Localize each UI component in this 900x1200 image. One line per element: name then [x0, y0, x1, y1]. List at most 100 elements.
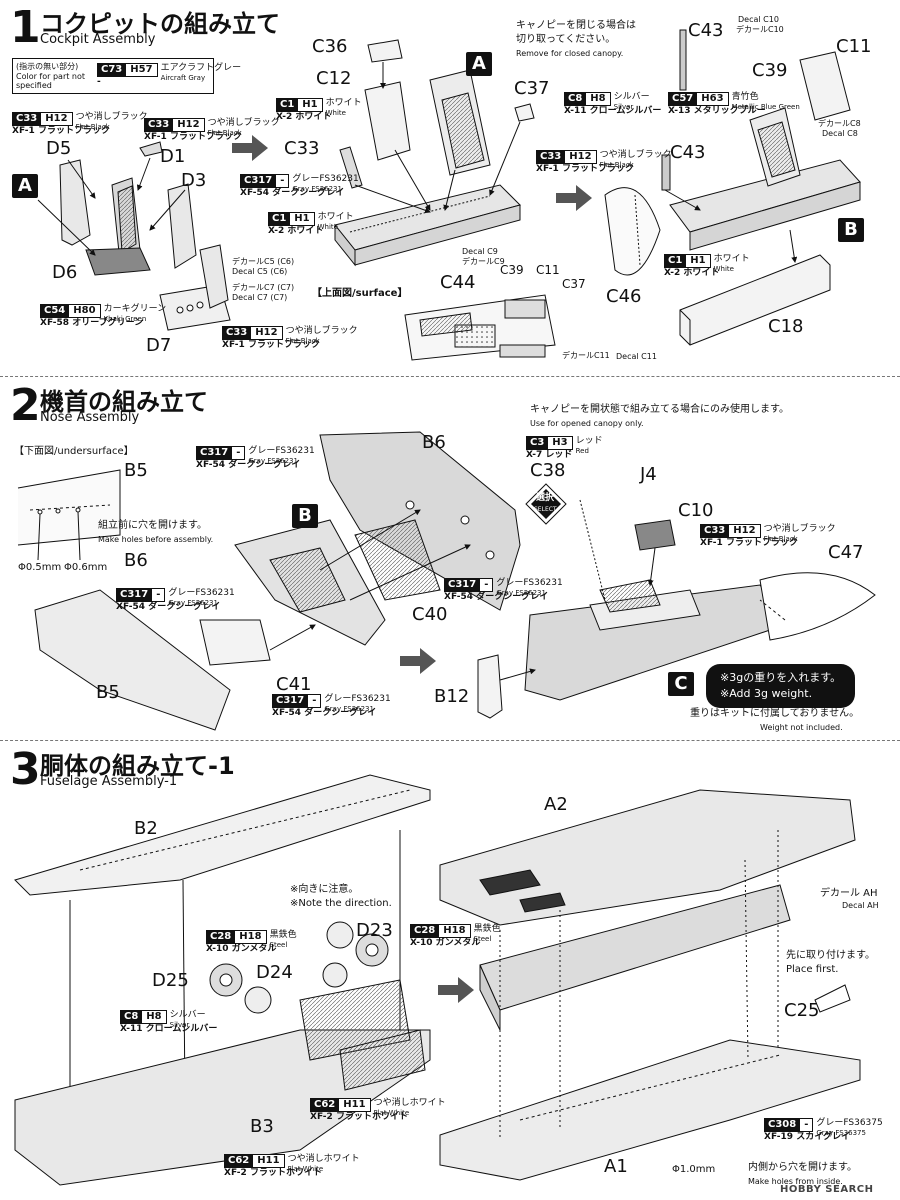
- legend-title: (指示の無い部分): [16, 62, 79, 71]
- paint-jp: グレーFS36231: [168, 588, 235, 598]
- paint-jp: ホワイト: [317, 212, 354, 222]
- paint-jp: ホワイト: [325, 98, 362, 108]
- paint-h: -: [307, 695, 321, 707]
- paint-h: H11: [338, 1099, 370, 1111]
- paint-jp: グレーFS36231: [248, 446, 315, 456]
- part-b6-main: B6: [422, 432, 446, 453]
- decal-c8-en: Decal C8: [822, 129, 858, 138]
- paint-en: Silver: [169, 1021, 190, 1029]
- canopy-note-jp2: 切り取ってください。: [516, 34, 616, 45]
- paint-x: X-11 クロームシルバー: [120, 1024, 218, 1034]
- hole-06: Φ0.6mm: [64, 562, 108, 573]
- part-b3: B3: [250, 1116, 274, 1137]
- part-c39-top: C39: [500, 263, 524, 277]
- paint-h: H12: [728, 525, 760, 537]
- part-d3: D3: [181, 170, 207, 191]
- paint-x: XF-1 フラットブラック: [536, 164, 634, 174]
- step-arrow-1: [232, 135, 268, 161]
- paint-jp: レッド: [575, 436, 603, 446]
- paint-code: C317: [197, 447, 232, 459]
- decal-c7: デカールC7 (C7): [232, 283, 295, 292]
- paint-code: C1: [665, 255, 686, 267]
- paint-code: C33: [13, 113, 41, 125]
- weight-note-jp: 重りはキットに付属しておりません。: [690, 708, 860, 719]
- paint-en: Flat Black: [75, 123, 110, 131]
- surface-label: 【上面図/surface】: [312, 288, 408, 299]
- paint-h: H1: [297, 99, 322, 111]
- paint-x: X-13 メタリックブルー: [668, 106, 766, 116]
- select-jp: 選択: [536, 493, 555, 503]
- nose-assembled: [477, 499, 876, 719]
- section-2-number: 2: [10, 380, 41, 431]
- legend-code: C73: [98, 64, 126, 76]
- canopy-note-jp1: キャノピーを閉じる場合は: [516, 20, 636, 31]
- paint-x: XF-2 フラットホワイト: [224, 1168, 322, 1178]
- paint-en: Metallic Blue Green: [731, 103, 800, 111]
- section-3-number: 3: [10, 744, 41, 795]
- paint-code: C33: [223, 327, 251, 339]
- paint-en: Gray FS36231: [496, 589, 546, 597]
- paint-jp: つや消しブラック: [285, 326, 358, 336]
- weight-jp: ※3gの重りを入れます。: [720, 671, 842, 684]
- undersurface-label: 【下面図/undersurface】: [14, 446, 134, 457]
- paint-code: C62: [225, 1155, 253, 1167]
- paint-jp: 黒鉄色: [269, 930, 297, 940]
- decal-c9-jp: デカールC9: [462, 257, 505, 266]
- part-d24: D24: [256, 962, 293, 983]
- paint-jp: つや消しホワイト: [373, 1098, 446, 1108]
- part-c43-mid: C43: [670, 142, 706, 163]
- paint-en: Red: [575, 447, 589, 455]
- decal-c9-en: Decal C9: [462, 247, 498, 256]
- paint-jp: シルバー: [169, 1010, 206, 1020]
- part-c37-top: C37: [562, 277, 586, 291]
- paint-en: Flat Black: [207, 129, 242, 137]
- legend-line1: Color for part not: [16, 72, 86, 81]
- section-3-title: 胴体の組み立て-1: [40, 752, 235, 780]
- part-c36: C36: [312, 36, 348, 57]
- decal-c11-en: Decal C11: [616, 352, 657, 361]
- section-1-subtitle: Cockpit Assembly: [40, 32, 156, 47]
- part-a2: A2: [544, 794, 568, 815]
- part-d7: D7: [146, 335, 172, 356]
- direction-jp: ※向きに注意。: [290, 884, 359, 895]
- paint-x: X-7 レッド: [526, 450, 573, 460]
- nose-undersurface: [17, 469, 121, 561]
- paint-code: C8: [121, 1011, 142, 1023]
- paint-en: Flat Black: [763, 535, 798, 543]
- select-en: SELECT: [534, 506, 557, 513]
- paint-code: C317: [241, 175, 276, 187]
- paint-h: H80: [68, 305, 100, 317]
- legend-line2: specified: [16, 81, 52, 90]
- part-d1: D1: [160, 146, 186, 167]
- first-jp: 先に取り付けます。: [786, 950, 875, 961]
- hole-note-en: Make holes before assembly.: [98, 535, 214, 544]
- paint-h: H8: [585, 93, 610, 105]
- paint-en: White: [317, 223, 338, 231]
- part-c41: C41: [276, 674, 312, 695]
- paint-x: XF-2 フラットホワイト: [310, 1112, 408, 1122]
- part-c11: C11: [836, 36, 872, 57]
- cockpit-top-view: [404, 294, 556, 361]
- paint-code: C317: [117, 589, 152, 601]
- part-c37: C37: [514, 78, 550, 99]
- section-2-title: 機首の組み立て: [40, 388, 208, 416]
- paint-en: Flat Black: [599, 161, 634, 169]
- decal-ah-en: Decal AH: [842, 901, 879, 910]
- paint-h: H18: [438, 925, 470, 937]
- part-b6-label: B6: [124, 550, 148, 571]
- paint-en: Gray FS36231: [324, 705, 374, 713]
- decal-c10-en: Decal C10: [738, 15, 779, 24]
- decal-c11-jp: デカールC11: [562, 351, 610, 360]
